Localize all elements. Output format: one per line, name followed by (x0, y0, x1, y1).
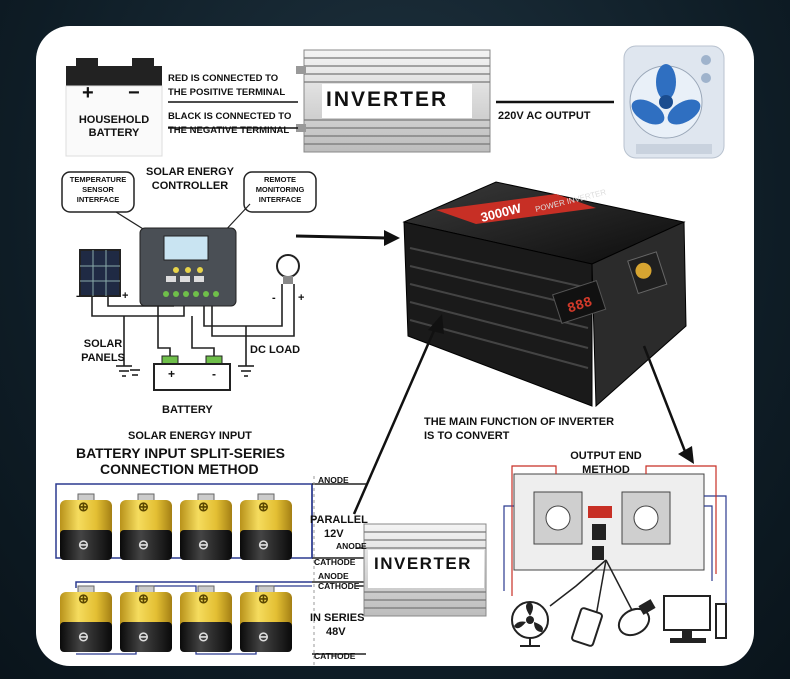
solar-panels-label-1: SOLAR (83, 338, 123, 350)
household-battery-label-2: BATTERY (88, 127, 140, 139)
red-connection-text-2: THE POSITIVE TERMINAL (168, 87, 286, 98)
diagram-card: 888 3000W POWER INVERTER (36, 26, 754, 666)
bottom-inverter-label: INVERTER (374, 554, 472, 573)
load-plus: + (298, 292, 305, 304)
controller-title-1: SOLAR ENERGY (145, 166, 234, 178)
anode-label-2: ANODE (336, 541, 367, 551)
panel-plus: + (122, 290, 129, 302)
cell-minus-4: ⊖ (258, 537, 269, 552)
big-power-inverter: 888 (402, 181, 687, 408)
cell-plus-8: ⊕ (258, 591, 269, 606)
cell-plus-3: ⊕ (198, 499, 209, 514)
output-end-label-1: OUTPUT END (570, 450, 642, 462)
series-voltage: 48V (326, 626, 346, 638)
cell-plus-5: ⊕ (78, 591, 89, 606)
solar-panel (79, 249, 121, 297)
small-battery (153, 355, 231, 391)
temperature-callout-bubble (61, 171, 149, 233)
cathode-label-3: CATHODE (314, 651, 356, 661)
arrow-inverter-to-output (642, 345, 694, 464)
output-panel (503, 465, 727, 617)
solar-energy-input-label: SOLAR ENERGY INPUT (128, 430, 252, 442)
remote-callout-2: MONITORING (255, 185, 305, 194)
household-battery-label-1: HOUSEHOLD (78, 114, 150, 126)
cell-minus-6: ⊖ (138, 629, 149, 644)
svg-text:888: 888 (566, 294, 595, 317)
light-bulb (276, 254, 300, 284)
remote-callout-bubble (221, 171, 317, 235)
cell-minus-2: ⊖ (138, 537, 149, 552)
cathode-label-2: CATHODE (318, 581, 360, 591)
top-inverter-box (296, 49, 491, 153)
ac-output-label: 220V AC OUTPUT (498, 110, 591, 122)
cell-plus-2: ⊕ (138, 499, 149, 514)
battery-row-parallel (60, 493, 292, 560)
controller-title-2: CONTROLLER (151, 180, 229, 192)
anode-label-1: ANODE (318, 475, 349, 485)
cell-minus-3: ⊖ (198, 537, 209, 552)
black-connection-text-2: THE NEGATIVE TERMINAL (168, 125, 290, 136)
dc-load-label: DC LOAD (250, 344, 301, 356)
box-fan (623, 45, 725, 159)
output-computer-icon (663, 595, 727, 643)
arrow-to-inverter (295, 230, 400, 246)
cell-minus-7: ⊖ (198, 629, 209, 644)
load-minus: - (272, 292, 276, 304)
temp-callout-1: TEMPERATURE (69, 175, 127, 184)
solar-wiring (91, 284, 295, 366)
cell-minus-5: ⊖ (78, 629, 89, 644)
cell-minus-8: ⊖ (258, 629, 269, 644)
cell-plus-1: ⊕ (78, 499, 89, 514)
small-battery-minus: - (212, 367, 216, 381)
main-function-text-2: IS TO CONVERT (424, 430, 510, 442)
ground-symbols (116, 365, 254, 377)
battery-row-series (60, 585, 292, 652)
panel-minus: - (76, 290, 80, 302)
solar-panels-label-2: PANELS (81, 352, 125, 364)
battery-method-title-2: CONNECTION METHOD (100, 461, 259, 477)
parallel-label: PARALLEL (310, 514, 368, 526)
cell-minus-1: ⊖ (78, 537, 89, 552)
parallel-voltage: 12V (324, 528, 344, 540)
diagram-graphics: 888 3000W POWER INVERTER (55, 45, 727, 666)
battery-plus-sign: + (82, 82, 94, 104)
main-function-text-1: THE MAIN FUNCTION OF INVERTER (424, 416, 615, 428)
anode-label-3: ANODE (318, 571, 349, 581)
top-inverter-label: INVERTER (326, 88, 449, 111)
small-battery-plus: + (168, 367, 176, 381)
battery-minus-sign: − (128, 82, 140, 104)
output-fan-icon (511, 601, 549, 647)
output-bulb-icon (617, 599, 656, 637)
cell-plus-7: ⊕ (198, 591, 209, 606)
black-connection-text-1: BLACK IS CONNECTED TO (168, 111, 292, 122)
output-end-label-2: METHOD (582, 464, 630, 476)
arrow-battery-to-inverter (352, 314, 444, 515)
temp-callout-3: INTERFACE (76, 195, 120, 204)
battery-label: BATTERY (162, 404, 213, 416)
output-phone-icon (571, 607, 603, 647)
household-battery (65, 58, 163, 157)
remote-callout-1: REMOTE (263, 175, 297, 184)
cell-plus-4: ⊕ (258, 499, 269, 514)
solar-controller (139, 227, 237, 307)
battery-method-title-1: BATTERY INPUT SPLIT-SERIES (76, 445, 285, 461)
cathode-label-1: CATHODE (314, 557, 356, 567)
red-connection-text-1: RED IS CONNECTED TO (168, 73, 279, 84)
temp-callout-2: SENSOR (82, 185, 114, 194)
cell-plus-6: ⊕ (138, 591, 149, 606)
series-label: IN SERIES (310, 612, 365, 624)
bottom-inverter-box (363, 523, 487, 617)
remote-callout-3: INTERFACE (258, 195, 302, 204)
